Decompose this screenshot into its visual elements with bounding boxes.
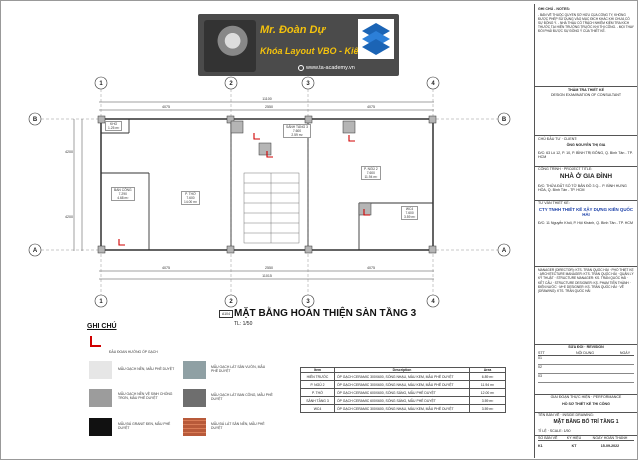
dim-bottom-total: 11015: [262, 274, 272, 278]
axis-col-2-top: 2: [229, 81, 233, 87]
swatch-garden-tile: [183, 361, 206, 379]
stamp-title: THẨM TRA THIẾT KẾ: [567, 88, 604, 92]
swatch-yard-stone: [183, 418, 206, 436]
dim-top-2: 2550: [265, 105, 273, 109]
project-label: CÔNG TRÌNH · PROJECT TITLE:: [538, 167, 593, 171]
swatch-balcony-tile: [183, 389, 206, 407]
dim-bottom-1: 4075: [162, 266, 170, 270]
drawing-code: A104: [219, 310, 233, 318]
legend-item-balcony-tile: MẪU GẠCH LÁT BAN CÔNG, MẪU PHÊ DUYỆT: [211, 393, 273, 402]
legend-item-yard-stone: MẪU ĐÁ LÁT SÂN NỀN, MẪU PHÊ DUYỆT: [211, 422, 265, 431]
phase-label: GIAI ĐOẠN THỰC HIỆN · PERFORMANCE: [550, 395, 622, 399]
consultant-address: Đ/C: 11 Nguyễn Khối, P. Hội Khánh, Q. Bì…: [538, 221, 633, 225]
axis-col-1-bottom: 1: [99, 299, 103, 305]
client-name: ÔNG NGUYỄN THỊ GIA: [566, 143, 606, 147]
axis-row-a-left: A: [33, 248, 38, 254]
project-name: NHÀ Ở GIA ĐÌNH: [559, 173, 613, 180]
legend-item-wc-tile: MẪU GẠCH NỀN VỆ SINH CHỐNG TRƠN, MẪU PHÊ…: [118, 392, 173, 401]
dim-bottom-3: 4075: [367, 266, 375, 270]
sheet-title: MẶT BẰNG BỐ TRÍ TẦNG 1: [553, 419, 619, 425]
consultant-name: CTY TNHH THIẾT KẾ XÂY DỰNG KIẾN QUỐC HẢI: [538, 207, 634, 218]
sheet-code-table: SỐ BẢN VẼ KÝ HIỆU NGÀY HOÀN THÀNH K1 KT …: [538, 436, 634, 450]
swatch-floor-tile: [89, 361, 112, 379]
axis-col-3-top: 3: [306, 81, 310, 87]
legend-item-direction: ĐẦU ĐOAN HƯỚNG ỐP GẠCH: [109, 350, 158, 354]
drawing-scale: TL: 1/50: [234, 321, 253, 327]
sheet-name-label: TÊN BẢN VẼ · INSIDE DRAWING:: [538, 413, 594, 417]
swatch-granite: [89, 418, 112, 436]
client-label: CHỦ ĐẦU TƯ · CLIENT:: [538, 137, 578, 141]
tile-direction-icon: [90, 336, 101, 347]
consultant-label: TƯ VẤN THIẾT KẾ:: [538, 201, 570, 205]
website-link[interactable]: www.ta-academy.vn: [306, 65, 355, 71]
instructor-photo: [204, 20, 256, 72]
project-address: Đ/C: THỬA ĐẤT SỐ TỜ BẢN ĐỒ 3 Q... P. BÌN…: [538, 184, 627, 193]
dim-top-3: 4075: [367, 105, 375, 109]
sheet-scale: TỈ LỆ · SCALE: 1/50: [538, 429, 571, 433]
academy-logo-icon: [358, 19, 394, 59]
dim-side-2: 4200: [65, 215, 73, 219]
axis-col-2-bottom: 2: [229, 299, 233, 305]
notes-title: GHI CHÚ - NOTES:: [538, 7, 570, 11]
revision-label: SỬA ĐỔI · REVISION: [568, 345, 604, 349]
axis-col-4-bottom: 4: [431, 299, 435, 305]
course-name: Khóa Layout VBO - Kiến Trúc: [260, 46, 386, 56]
stamp-subtitle: DESIGN EXAMINATION OF CONSULTANT: [550, 93, 622, 97]
legend-item-garden-tile: MẪU GẠCH LÁT SÂN VƯỜN, MẪU PHÊ DUYỆT: [211, 365, 266, 374]
axis-col-4-top: 4: [431, 81, 435, 87]
legend-title: GHI CHÚ: [87, 323, 117, 330]
axis-row-a-right: A: [502, 248, 507, 254]
axis-col-3-bottom: 3: [306, 299, 310, 305]
axis-row-b-right: B: [502, 117, 507, 123]
phase-value: HỒ SƠ THIẾT KẾ THI CÔNG: [562, 402, 610, 406]
axis-col-1-top: 1: [99, 81, 103, 87]
notes-text: - BẢN VẼ THUỘC QUYỀN SỞ HỮU CỦA CÔNG TY,…: [538, 13, 634, 33]
legend-item-granite: MẪU ĐÁ GRANIT ĐEN, MẪU PHÊ DUYỆT: [118, 422, 171, 431]
swatch-wc-tile: [89, 389, 112, 407]
instructor-name: Mr. Đoàn Dự: [260, 24, 326, 36]
client-address: Đ/C: 63 Lô 12, P. 10, P. BÌNH TRỊ ĐÔNG, …: [538, 151, 633, 160]
axis-row-b-left: B: [33, 117, 38, 123]
dim-top-total: 11100: [262, 97, 271, 101]
dim-bottom-2: 2550: [265, 266, 273, 270]
revision-table: STT NỘI DUNG NGÀY 01 02 03: [538, 351, 634, 384]
floor-plan: 1 2 3 4 1 2 3 4 B A B A 11100 4075 2550 …: [28, 76, 511, 308]
dim-side-1: 4200: [65, 150, 73, 154]
title-block-panel: GHI CHÚ - NOTES: - BẢN VẼ THUỘC QUYỀN SỞ…: [534, 4, 637, 458]
legend-item-floor-tile: MẪU GẠCH NỀN, MẪU PHÊ DUYỆT: [118, 367, 175, 371]
drawing-title: MẶT BẰNG HOÀN THIỆN SÀN TẦNG 3: [234, 308, 417, 319]
staff-list: MANAGER (DIRECTOR): KTS. TRẦN QUỐC HẢI ·…: [538, 268, 634, 294]
course-banner: Mr. Đoàn Dự Khóa Layout VBO - Kiến Trúc …: [198, 14, 399, 76]
globe-icon: [298, 65, 304, 71]
dim-top-1: 4075: [162, 105, 170, 109]
